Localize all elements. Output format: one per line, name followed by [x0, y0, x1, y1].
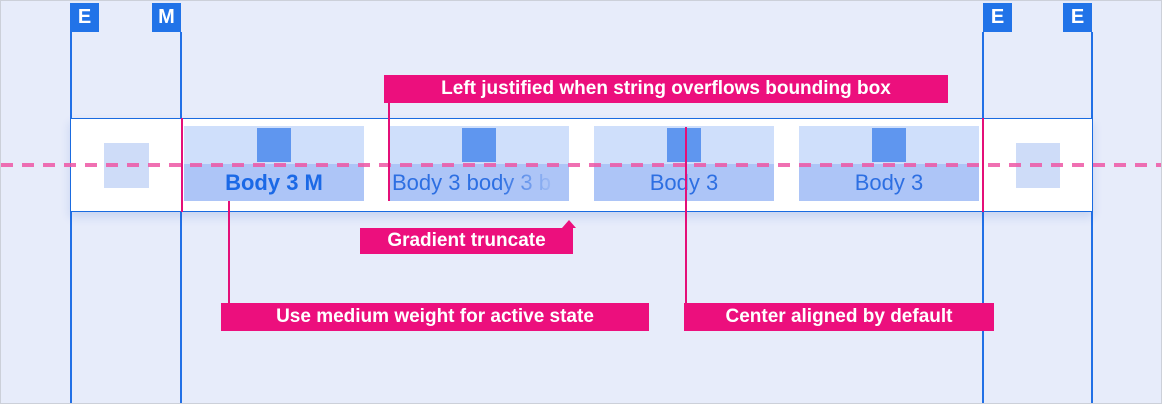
connector-left-justified [388, 103, 390, 201]
annotation-medium-weight: Use medium weight for active state [221, 303, 649, 331]
connector-center-aligned [685, 127, 687, 303]
annotation-gradient-truncate: Gradient truncate [360, 220, 576, 254]
tab-label: Body 3 [594, 164, 774, 201]
guide-line-left-edge [70, 32, 72, 403]
baseline-dashed-line [1, 163, 1161, 167]
tab-label: Body 3 M [184, 164, 364, 201]
tab-icon-placeholder [667, 128, 701, 162]
callout-caret-up-icon [562, 220, 576, 228]
connector-medium-weight [228, 201, 230, 303]
tab-body3m-active[interactable]: Body 3 M [184, 126, 364, 201]
gradient-truncate-fade [499, 164, 569, 201]
tab-icon-placeholder [872, 128, 906, 162]
spacing-marker-m: M [152, 3, 181, 32]
guide-line-right-margin-top [982, 32, 984, 118]
tab-label: Body 3 [799, 164, 979, 201]
tab-body3-truncated[interactable]: Body 3 body 3 b [389, 126, 569, 201]
margin-line-left [181, 118, 183, 212]
spacing-marker-e-right-inner: E [983, 3, 1012, 32]
tab-body3-centered-2[interactable]: Body 3 [799, 126, 979, 201]
margin-line-right [982, 118, 984, 212]
spacing-marker-e-left: E [70, 3, 99, 32]
guide-line-right-edge [1091, 32, 1093, 403]
annotation-left-justified: Left justified when string overflows bou… [384, 75, 948, 103]
tab-icon-placeholder [257, 128, 291, 162]
tab-body3-centered[interactable]: Body 3 [594, 126, 774, 201]
spacing-marker-e-right-outer: E [1063, 3, 1092, 32]
guide-line-margin-top [180, 32, 182, 118]
tab-icon-placeholder [462, 128, 496, 162]
guide-line-margin-bottom [180, 212, 182, 403]
annotation-gradient-truncate-label: Gradient truncate [387, 230, 546, 251]
annotation-center-aligned: Center aligned by default [684, 303, 994, 331]
